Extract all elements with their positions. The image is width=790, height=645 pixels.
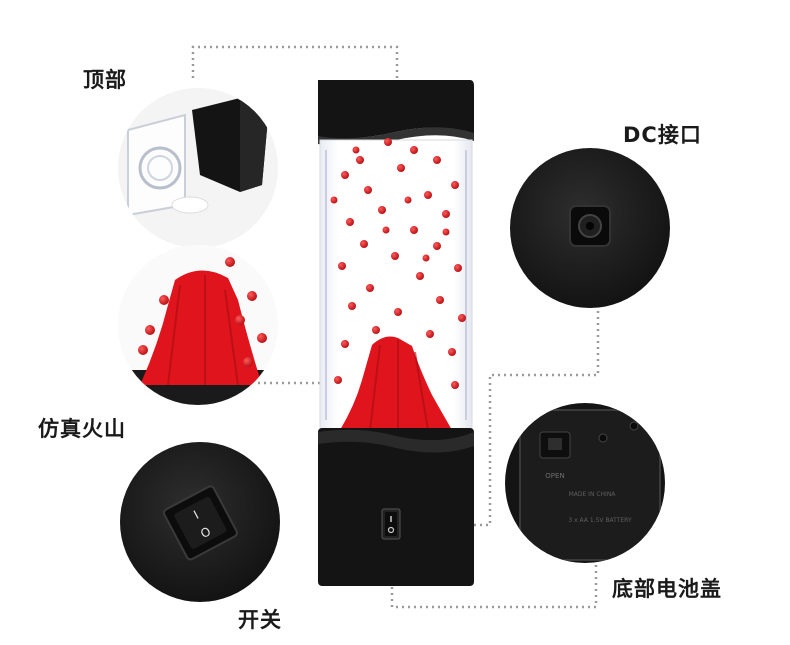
leader-lines xyxy=(191,45,600,609)
detail-switch-circle: I O xyxy=(120,442,280,602)
detail-top-circle xyxy=(118,88,278,248)
switch-on-symbol: I xyxy=(191,508,201,522)
lamp-top-cap xyxy=(318,80,474,140)
label-battery-cover: 底部电池盖 xyxy=(612,577,722,601)
lava-lamp xyxy=(318,80,474,586)
battery-open-text: OPEN xyxy=(545,472,564,480)
battery-spec-text: 3 x AA 1.5V BATTERY xyxy=(568,517,632,524)
leader-battery xyxy=(390,565,598,609)
lamp-base xyxy=(318,428,474,586)
red-beads xyxy=(330,138,466,389)
detail-dc-port-circle xyxy=(510,148,670,308)
detail-volcano-circle xyxy=(118,245,278,405)
leader-top xyxy=(191,45,399,78)
lamp-switch xyxy=(381,508,401,540)
battery-made-in-text: MADE IN CHINA xyxy=(569,491,617,498)
label-switch: 开关 xyxy=(238,608,282,632)
label-dc-port: DC接口 xyxy=(623,123,702,147)
label-volcano: 仿真火山 xyxy=(38,417,126,441)
detail-battery-circle: OPEN MADE IN CHINA 3 x AA 1.5V BATTERY xyxy=(505,403,665,563)
label-top: 顶部 xyxy=(83,68,127,92)
